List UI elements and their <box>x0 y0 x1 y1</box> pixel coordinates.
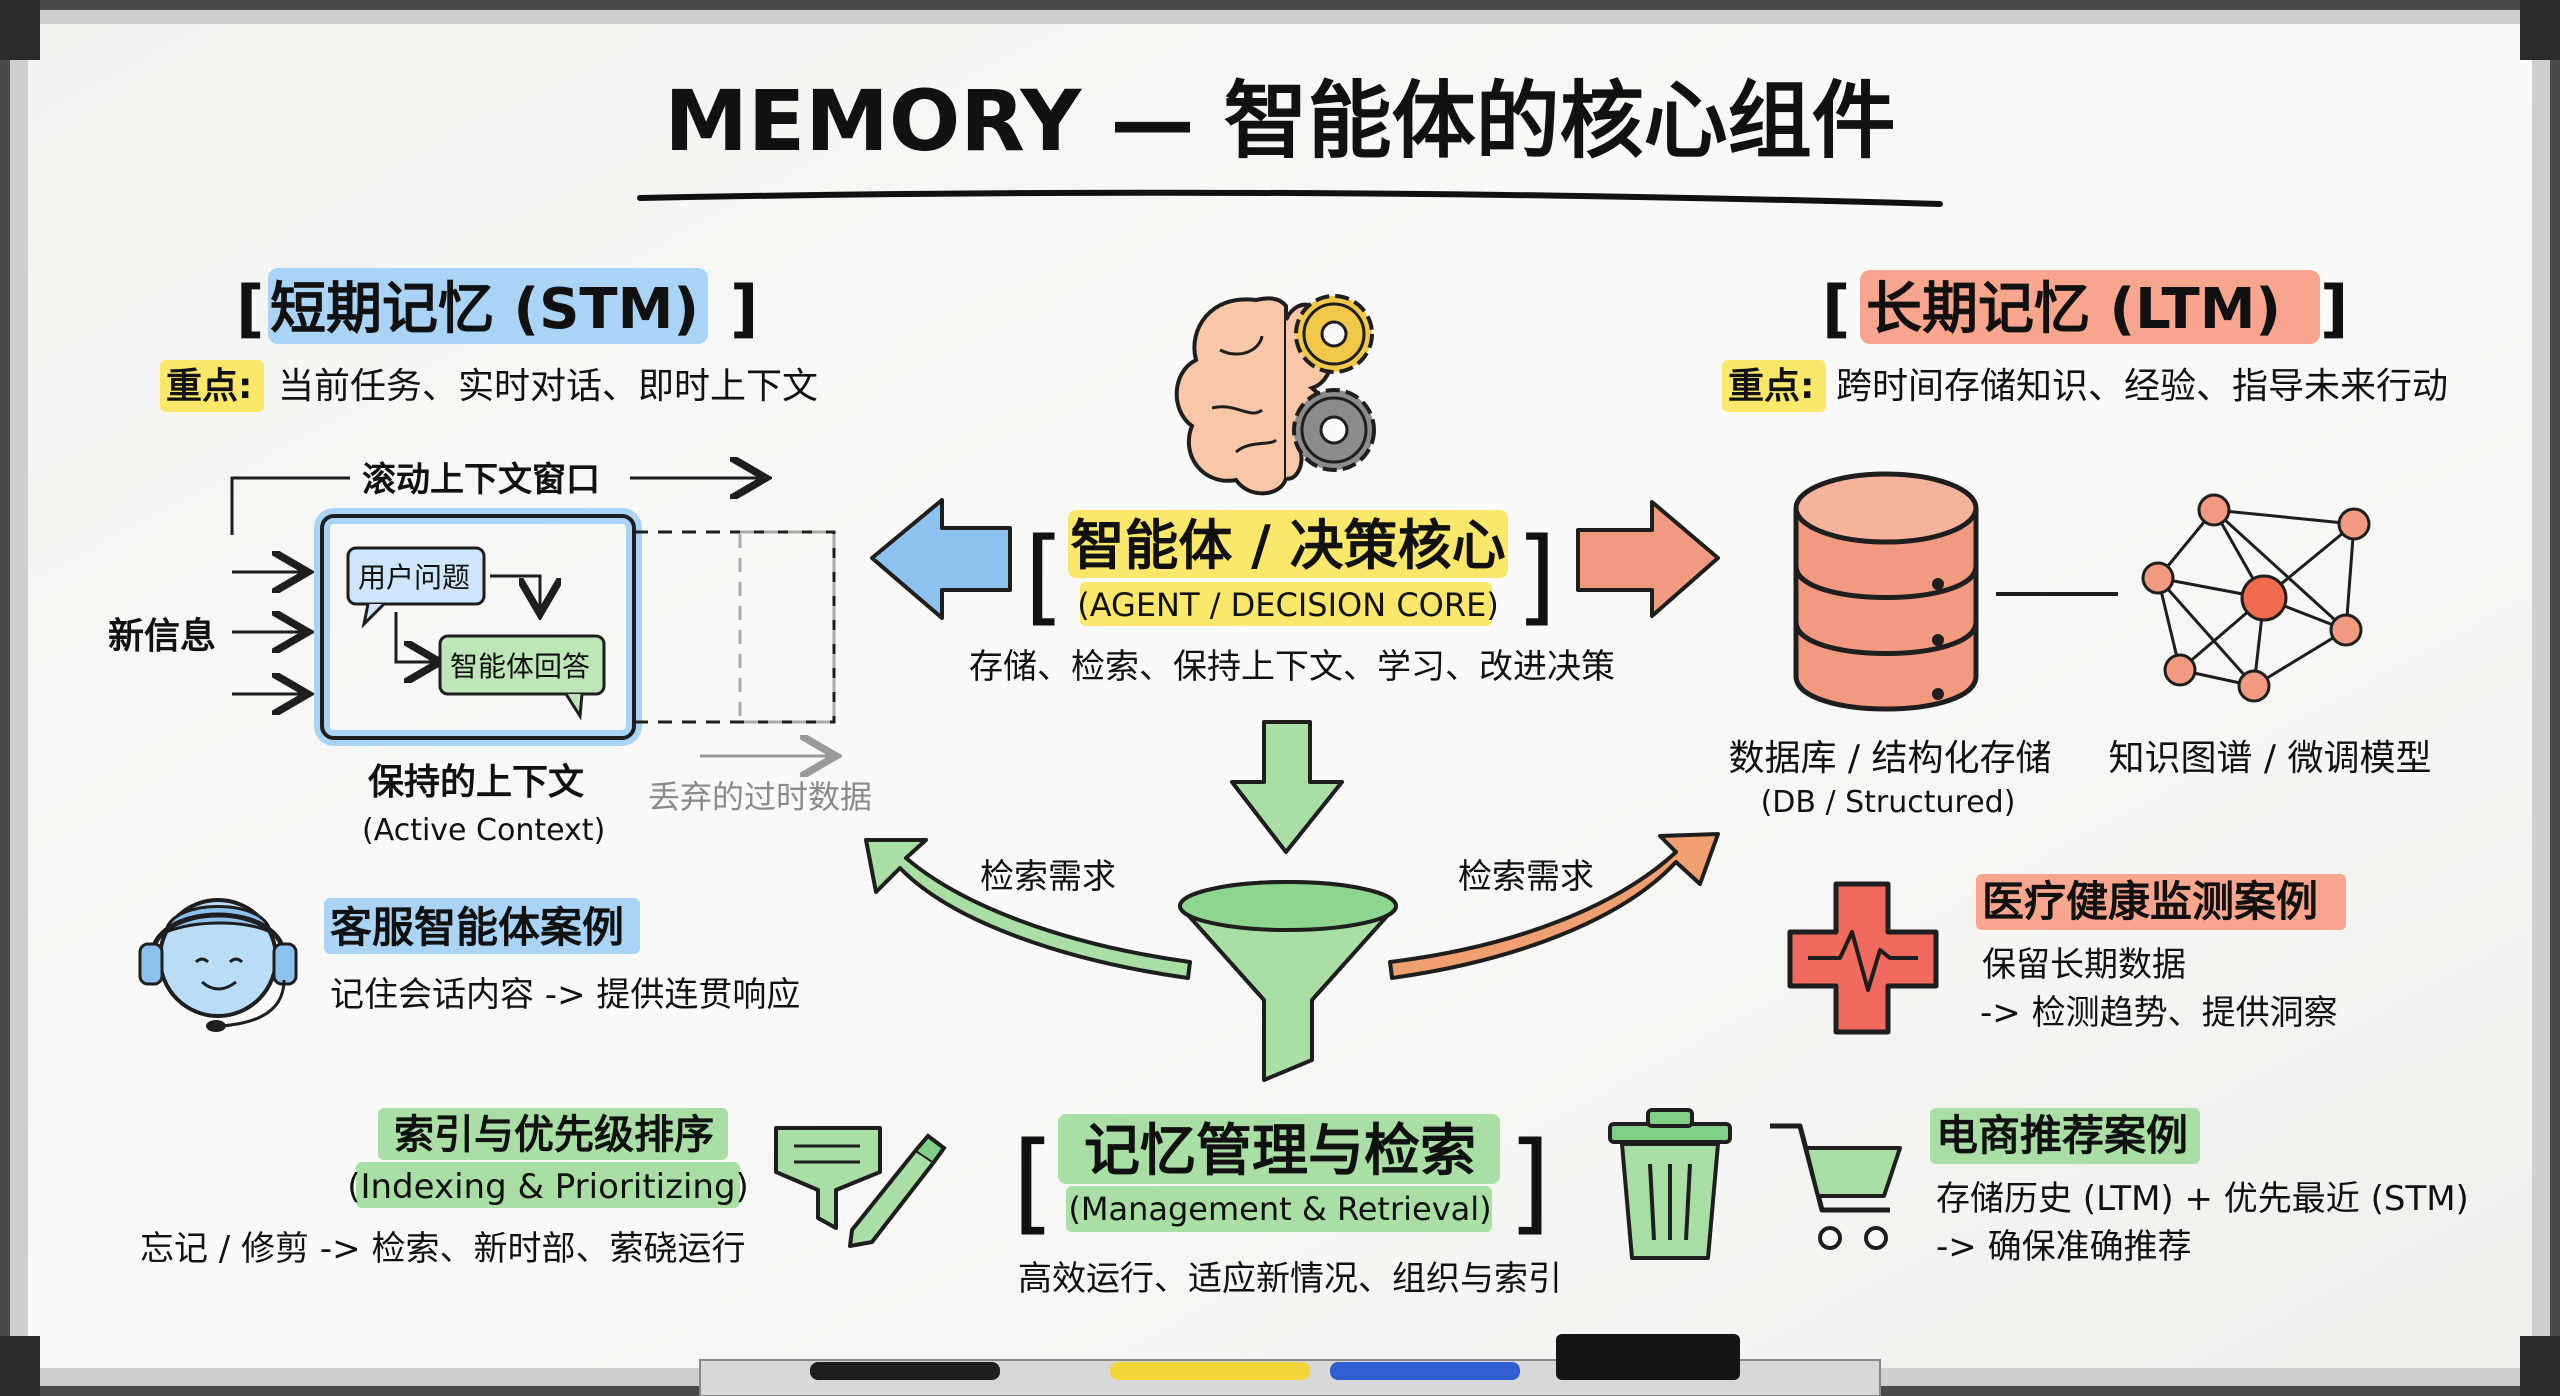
agent-core: [ ] 智能体 / 决策核心 (AGENT / DECISION CORE) 存… <box>864 294 1720 1082</box>
stm-focus-text: 当前任务、实时对话、即时上下文 <box>278 366 818 407</box>
core-bracket-left: [ <box>1024 515 1065 637</box>
customer-service-description: 记住会话内容 -> 提供连贯响应 <box>330 975 800 1015</box>
ltm-heading: 长期记忆 (LTM) <box>1866 277 2281 342</box>
user-question-label: 用户问题 <box>358 561 470 594</box>
retrieval-label-left: 检索需求 <box>980 857 1116 897</box>
rolling-window-label: 滚动上下文窗口 <box>362 460 600 500</box>
management-bracket-left: [ <box>1012 1118 1055 1246</box>
frame-corner <box>2520 1336 2560 1396</box>
retrieval-arrow-left <box>864 838 1192 980</box>
medical-title: 医疗健康监测案例 <box>1982 877 2318 926</box>
ltm-focus-label: 重点: <box>1728 366 1814 407</box>
marker-black[interactable] <box>810 1362 1000 1380</box>
medical-line1: 保留长期数据 <box>1982 945 2186 985</box>
retrieval-label-right: 检索需求 <box>1458 857 1594 897</box>
ecommerce-line1: 存储历史 (LTM) + 优先最近 (STM) <box>1936 1179 2469 1219</box>
database-icon <box>1793 471 1979 712</box>
stm-section: [ ] 短期记忆 (STM) 重点: 当前任务、实时对话、即时上下文 滚动上下文… <box>108 268 872 848</box>
ecommerce-line2: -> 确保准确推荐 <box>1936 1227 2192 1267</box>
core-title: 智能体 / 决策核心 <box>1070 514 1505 577</box>
user-question-bubble <box>346 546 486 606</box>
gear-icon <box>1292 388 1376 472</box>
core-bracket-right: ] <box>1516 515 1557 637</box>
kept-context-en: (Active Context) <box>362 813 605 848</box>
kg-label: 知识图谱 / 微调模型 <box>2108 738 2431 779</box>
frame-corner <box>0 1336 40 1396</box>
ltm-bracket-right: ] <box>2320 272 2348 345</box>
to-ltm-arrow <box>1576 500 1720 618</box>
headset-agent-icon <box>138 898 298 1032</box>
db-label: 数据库 / 结构化存储 <box>1728 738 2051 779</box>
shopping-cart-icon <box>1770 1123 1902 1250</box>
stm-bracket-left: [ <box>236 272 264 345</box>
kept-context-label: 保持的上下文 <box>368 762 584 803</box>
retrieval-arrow-right <box>1388 832 1720 980</box>
db-label-en: (DB / Structured) <box>1761 785 2016 820</box>
management-bracket-right: ] <box>1508 1118 1551 1246</box>
indexing-subtitle: (Indexing & Prioritizing) <box>347 1167 749 1207</box>
funnel-icon <box>1178 880 1398 1082</box>
title-underline <box>637 189 1943 207</box>
ltm-section: [ ] 长期记忆 (LTM) 重点: 跨时间存储知识、经验、指导未来行动 <box>1722 270 2448 820</box>
ecommerce-title: 电商推荐案例 <box>1936 1111 2188 1160</box>
core-description: 存储、检索、保持上下文、学习、改进决策 <box>969 647 1615 687</box>
customer-service-title: 客服智能体案例 <box>330 903 624 952</box>
medical-line2: -> 检测趋势、提供洞察 <box>1980 993 2338 1033</box>
management-section: [ ] 记忆管理与检索 (Management & Retrieval) 高效运… <box>1012 1114 1562 1299</box>
frame-corner <box>0 0 40 60</box>
medical-section: 医疗健康监测案例 保留长期数据 -> 检测趋势、提供洞察 <box>1787 874 2346 1035</box>
discarded-label: 丢弃的过时数据 <box>648 778 872 816</box>
ecommerce-section: 电商推荐案例 存储历史 (LTM) + 优先最近 (STM) -> 确保准确推荐 <box>1608 1108 2469 1267</box>
marker-yellow[interactable] <box>1110 1362 1310 1380</box>
marker-tray <box>699 1334 1881 1396</box>
filter-pencil-icon <box>774 1126 947 1248</box>
page-title: MEMORY — 智能体的核心组件 <box>664 72 1895 170</box>
discarded-window <box>632 530 836 724</box>
ltm-focus-text: 跨时间存储知识、经验、指导未来行动 <box>1836 366 2448 407</box>
medical-cross-icon <box>1787 881 1939 1035</box>
stm-bracket-right: ] <box>730 272 758 345</box>
knowledge-graph-icon <box>2141 493 2371 703</box>
marker-blue[interactable] <box>1330 1362 1520 1380</box>
trash-can-icon <box>1608 1108 1732 1260</box>
to-stm-arrow <box>870 498 1012 620</box>
management-subtitle: (Management & Retrieval) <box>1068 1190 1491 1228</box>
down-arrow <box>1230 720 1344 854</box>
customer-service-section: 客服智能体案例 记住会话内容 -> 提供连贯响应 <box>138 898 800 1032</box>
management-description: 高效运行、适应新情况、组织与索引 <box>1018 1259 1562 1299</box>
indexing-description: 忘记 / 修剪 -> 检索、新时部、萦硗运行 <box>140 1229 745 1269</box>
indexing-title: 索引与优先级排序 <box>394 1112 714 1158</box>
management-title: 记忆管理与检索 <box>1084 1119 1476 1184</box>
indexing-section: 索引与优先级排序 (Indexing & Prioritizing) 忘记 / … <box>140 1108 947 1269</box>
eraser[interactable] <box>1556 1334 1740 1380</box>
new-info-label: 新信息 <box>108 616 216 657</box>
agent-answer-label: 智能体回答 <box>450 650 590 683</box>
ltm-bracket-left: [ <box>1822 272 1850 345</box>
agent-answer-bubble <box>438 634 606 696</box>
gear-icon <box>1294 294 1374 374</box>
stm-focus-label: 重点: <box>166 366 252 407</box>
frame-corner <box>2520 0 2560 60</box>
core-subtitle: (AGENT / DECISION CORE) <box>1077 586 1499 624</box>
stm-heading: 短期记忆 (STM) <box>270 277 699 342</box>
